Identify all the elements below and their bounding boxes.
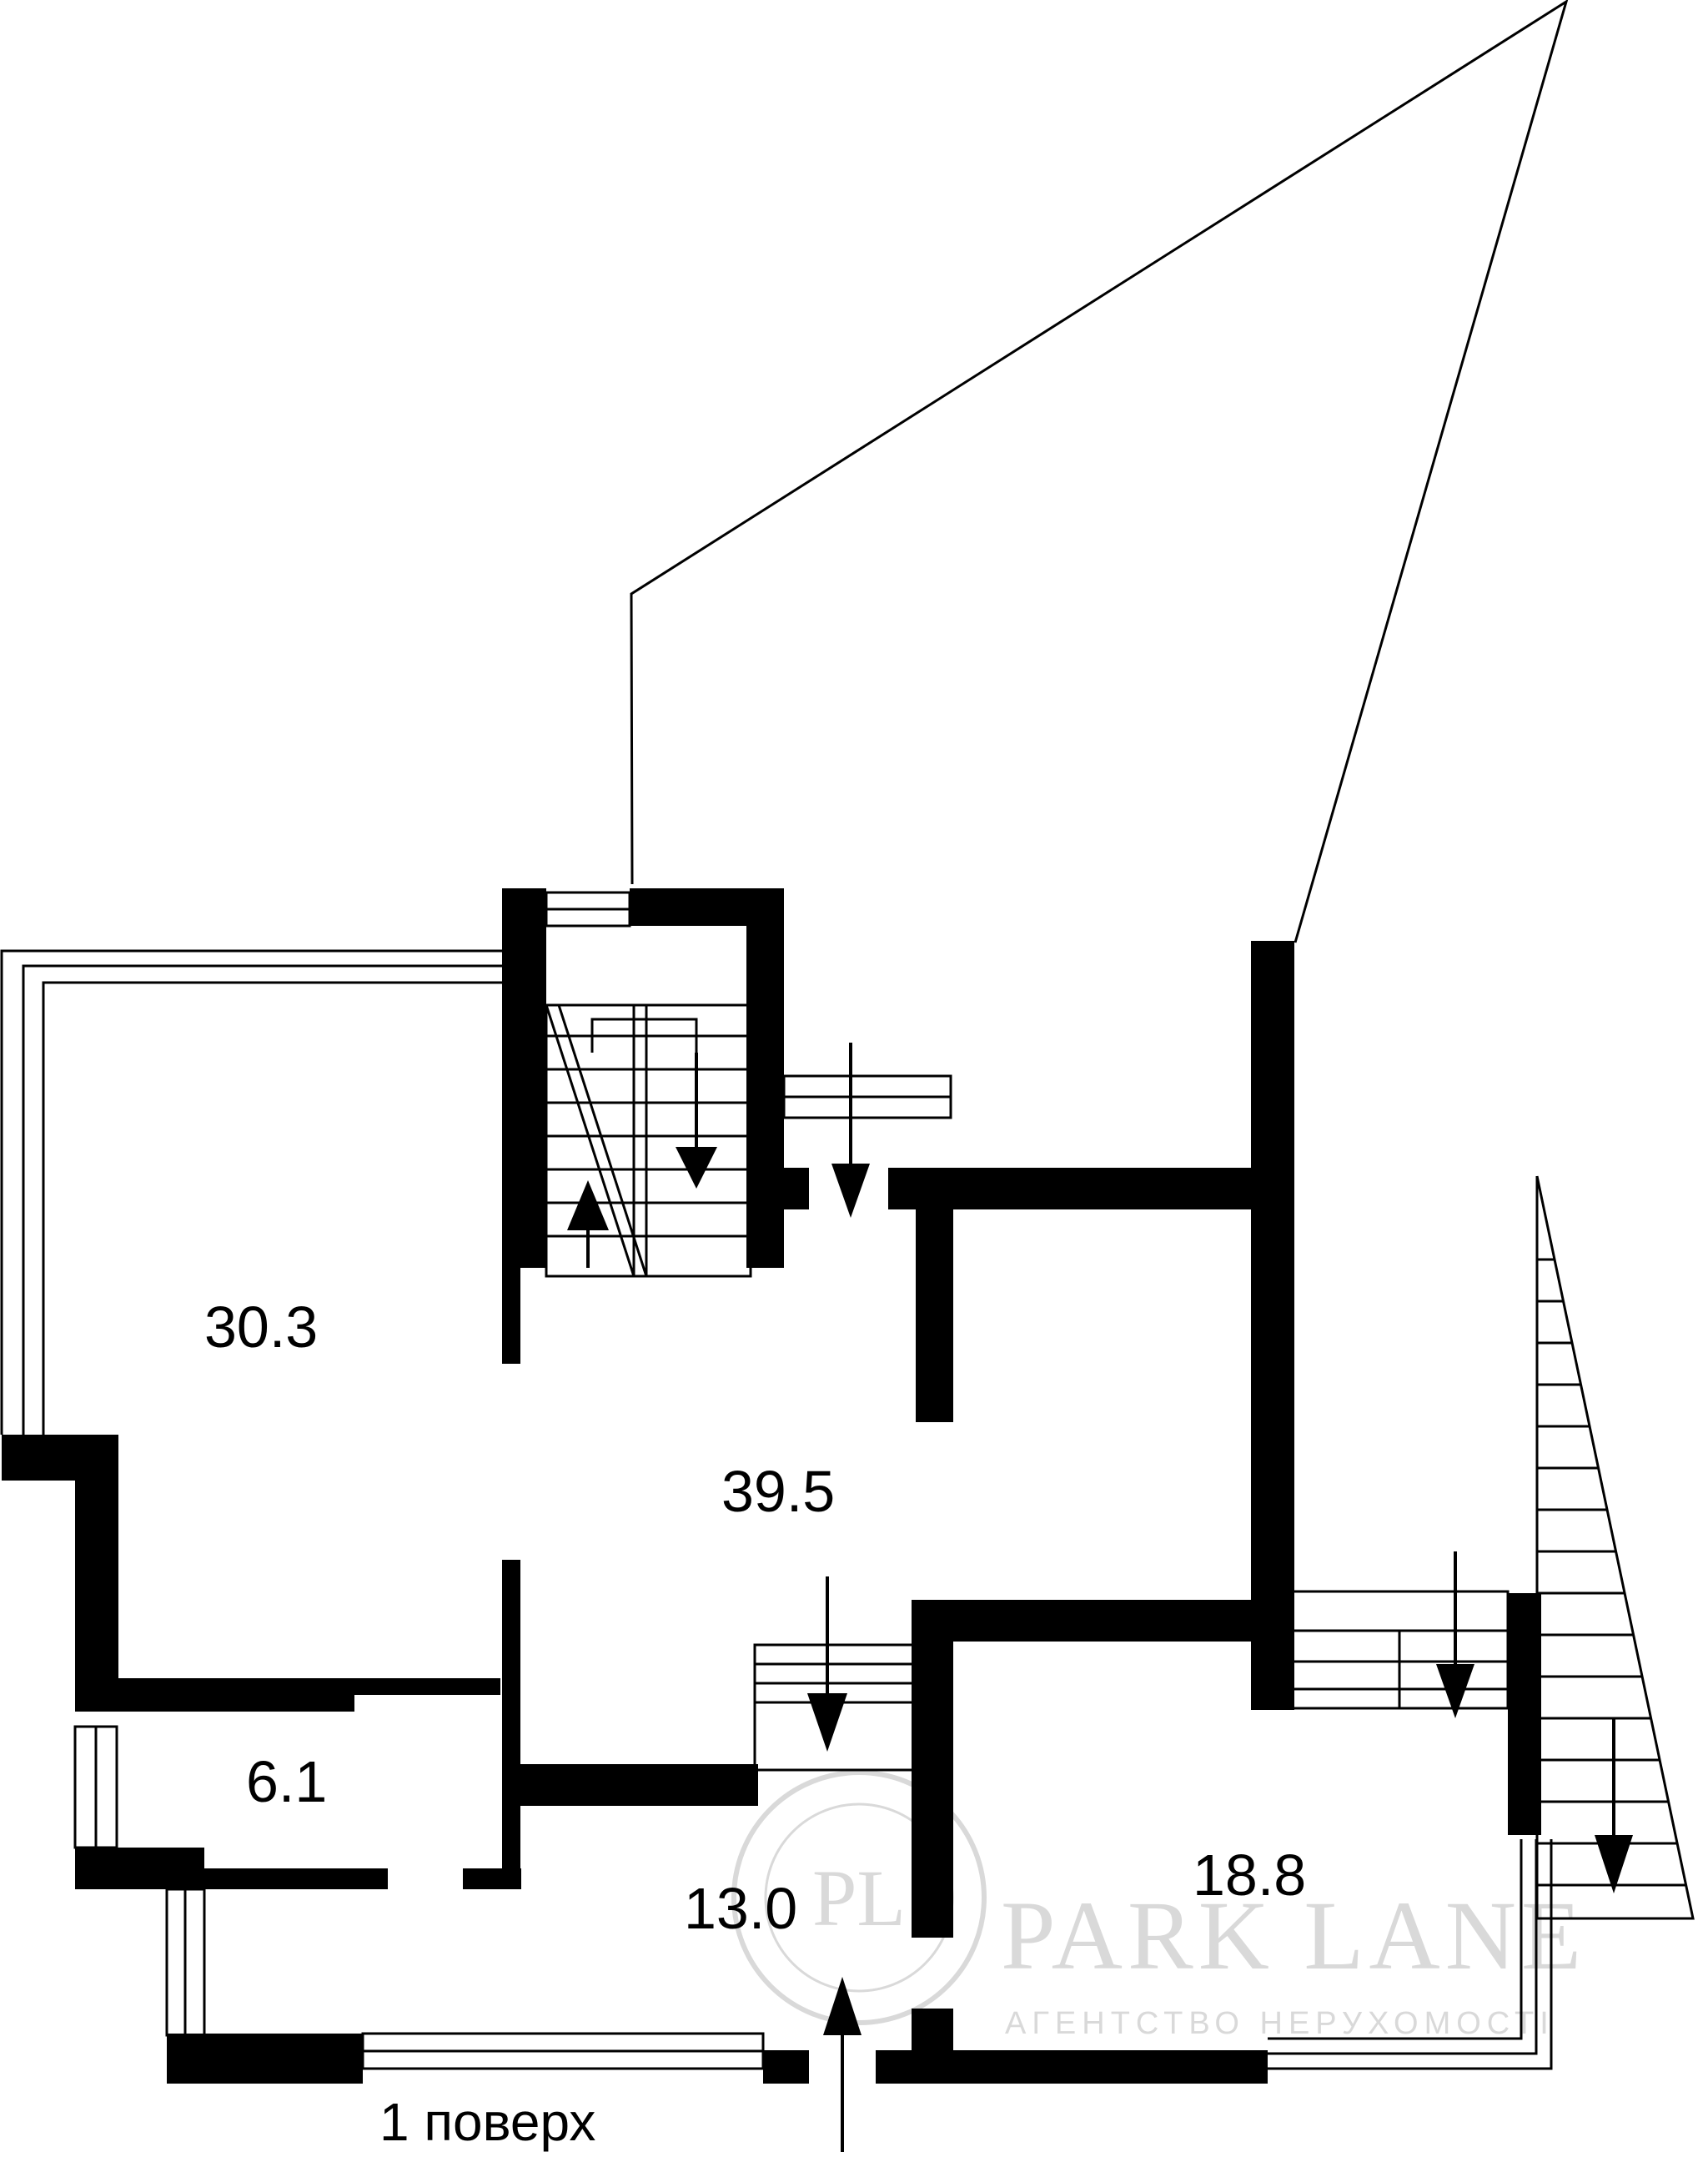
watermark-seal-ring xyxy=(731,1770,987,2025)
room-area-3: 6.1 xyxy=(246,1749,327,1814)
room-area-5: 18.8 xyxy=(1193,1843,1306,1908)
arrow-terrace-down-icon xyxy=(1595,1718,1633,1893)
arrow-entrance-icon xyxy=(823,1977,862,2152)
window-right-corner xyxy=(1268,1839,1553,2070)
arrow-right-steps-down-icon xyxy=(1436,1551,1474,1718)
walls xyxy=(2,888,1541,2084)
terrace-outline xyxy=(0,0,1695,1920)
arrow-stair-up-icon xyxy=(567,1180,609,1268)
watermark-monogram: PL xyxy=(812,1853,906,1943)
arrows xyxy=(567,1043,1633,2152)
stairs xyxy=(545,1003,1686,1887)
arrow-stair-down-icon xyxy=(676,1053,717,1189)
room-area-2: 39.5 xyxy=(721,1459,835,1524)
arrow-landing-down-icon xyxy=(831,1043,870,1218)
floor-label: 1 поверх xyxy=(379,2092,595,2152)
room-area-1: 30.3 xyxy=(204,1295,318,1360)
watermark-subtitle: АГЕНТСТВО НЕРУХОМОСТІ xyxy=(1005,2006,1555,2041)
watermark: PL PARK LANE АГЕНТСТВО НЕРУХОМОСТІ xyxy=(731,1770,1586,2041)
watermark-title: PARK LANE xyxy=(1001,1881,1586,1990)
arrow-mid-steps-down-icon xyxy=(807,1576,847,1752)
room-area-4: 13.0 xyxy=(684,1876,797,1941)
